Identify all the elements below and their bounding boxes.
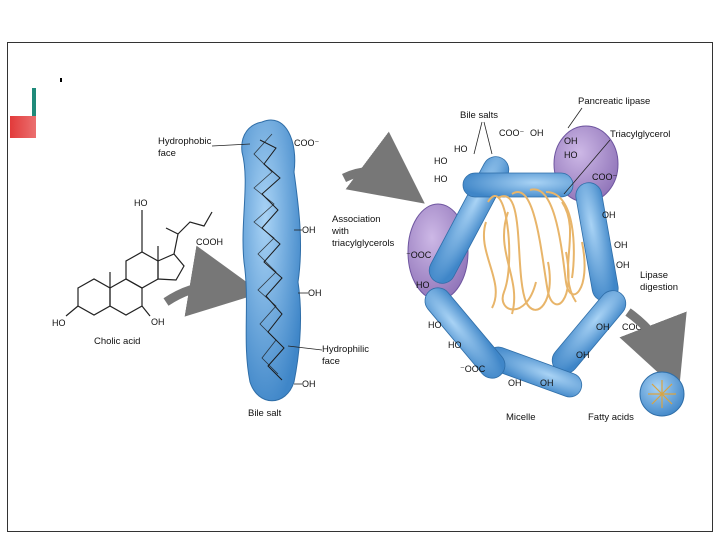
association-label-2: with (331, 226, 349, 237)
arrow-lipase-digestion (619, 308, 687, 392)
svg-text:OH: OH (614, 240, 628, 250)
svg-text:⁻OOC: ⁻OOC (460, 364, 486, 374)
triacylglycerol-label: Triacylglycerol (610, 129, 670, 140)
svg-text:⁻OOC: ⁻OOC (406, 250, 432, 260)
cholic-acid-structure (65, 210, 213, 317)
svg-text:HO: HO (416, 280, 430, 290)
svg-text:HO: HO (454, 144, 468, 154)
cholic-cooh: COOH (196, 237, 223, 247)
lipase-digestion-label-2: digestion (640, 282, 678, 293)
bile-salt-oh-2: OH (308, 288, 322, 298)
fatty-acid-cluster (639, 371, 685, 417)
svg-text:HO: HO (434, 174, 448, 184)
hydrophilic-label-2: face (322, 356, 340, 367)
hydrophilic-label-1: Hydrophilic (322, 344, 369, 355)
hydrophobic-label-1: Hydrophobic (158, 136, 212, 147)
cholic-oh-7: OH (151, 317, 165, 327)
lipase-digestion-label-1: Lipase (640, 270, 668, 281)
cholic-ho-12: HO (134, 198, 148, 208)
svg-text:OH: OH (508, 378, 522, 388)
hydrophilic-pointer (287, 345, 323, 351)
svg-text:HO: HO (564, 150, 578, 160)
fatty-acids-label: Fatty acids (588, 412, 634, 423)
bile-salts-label: Bile salts (460, 110, 498, 121)
bile-salt-molecule (241, 119, 302, 402)
arrow-to-micelle (341, 131, 425, 204)
hydrophobic-pointer (211, 143, 251, 147)
svg-text:HO: HO (448, 340, 462, 350)
cholic-acid-label: Cholic acid (94, 336, 140, 347)
hydrophobic-label-2: face (158, 148, 176, 159)
bile-salt-coo: COO⁻ (294, 138, 320, 148)
bile-salt-label: Bile salt (248, 408, 282, 419)
svg-text:OH: OH (596, 322, 610, 332)
svg-text:OH: OH (530, 128, 544, 138)
micelle-label: Micelle (506, 412, 536, 423)
association-label-3: triacylglycerols (332, 238, 395, 249)
svg-text:OH: OH (576, 350, 590, 360)
svg-text:COO⁻: COO⁻ (592, 172, 618, 182)
bile-salt-oh-1: OH (302, 225, 316, 235)
association-label-1: Association (332, 214, 381, 225)
arrow-to-bile-salt (163, 245, 262, 317)
svg-text:HO: HO (428, 320, 442, 330)
bile-salt-oh-3: OH (302, 379, 316, 389)
figure-svg: HO OH HO COOH Cholic acid Hydrophobic fa… (52, 96, 687, 423)
svg-text:COO⁻: COO⁻ (499, 128, 525, 138)
cholic-ho-3: HO (52, 318, 66, 328)
svg-text:OH: OH (616, 260, 630, 270)
svg-text:OH: OH (602, 210, 616, 220)
micelle (407, 125, 627, 398)
bile-salt-micelle-figure: HO OH HO COOH Cholic acid Hydrophobic fa… (36, 82, 690, 432)
svg-text:OH: OH (564, 136, 578, 146)
svg-text:HO: HO (434, 156, 448, 166)
pancreatic-lipase-label: Pancreatic lipase (578, 96, 650, 107)
svg-text:OH: OH (540, 378, 554, 388)
